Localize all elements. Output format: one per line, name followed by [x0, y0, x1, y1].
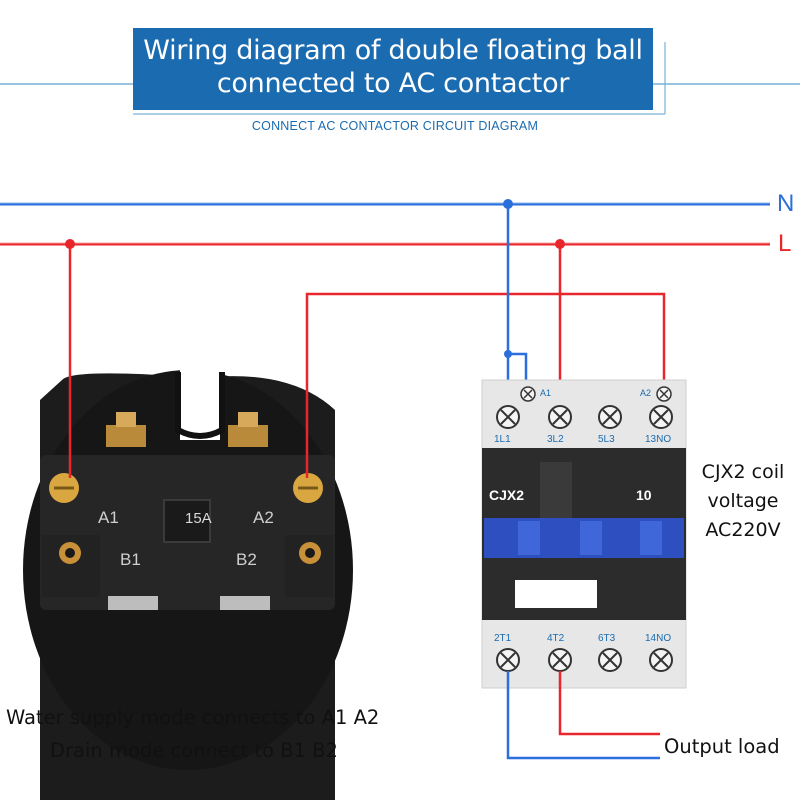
label-13no: 13NO — [645, 434, 672, 445]
coil-label-line-2: voltage — [707, 490, 779, 512]
note-water-supply: Water supply mode connects to A1 A2 — [6, 706, 380, 729]
switch-label-b2: B2 — [236, 550, 257, 569]
label-14no: 14NO — [645, 633, 672, 644]
label-1l1: 1L1 — [494, 434, 511, 445]
neutral-label: N — [777, 190, 795, 217]
coil-label-a2: A2 — [640, 388, 652, 398]
note-drain: Drain mode connect to B1 B2 — [50, 739, 338, 762]
contactor-rating: 10 — [636, 487, 652, 503]
title-decoration — [0, 42, 800, 115]
wire-a2-to-contactor — [305, 292, 666, 478]
switch-terminal-b1 — [59, 542, 81, 564]
contactor-model: CJX2 — [489, 487, 525, 503]
live-line — [0, 239, 770, 249]
switch-label-a2: A2 — [253, 508, 274, 527]
switch-terminal-b2 — [299, 542, 321, 564]
subtitle: CONNECT AC CONTACTOR CIRCUIT DIAGRAM — [251, 119, 539, 133]
title-banner: Wiring diagram of double floating ball c… — [133, 28, 653, 110]
terminal-1l1 — [496, 405, 520, 429]
label-4t2: 4T2 — [547, 633, 565, 644]
switch-label-b1: B1 — [120, 550, 141, 569]
switch-screw-a1 — [49, 473, 79, 503]
coil-voltage-label: CJX2 coil voltage AC220V — [688, 458, 798, 545]
switch-screw-a2 — [293, 473, 323, 503]
coil-label-line-1: CJX2 coil — [701, 461, 785, 483]
terminal-coil-a1 — [520, 386, 536, 402]
neutral-line — [0, 199, 770, 209]
label-2t1: 2T1 — [494, 633, 512, 644]
terminal-3l2 — [548, 405, 572, 429]
terminal-13no — [649, 405, 673, 429]
float-switch — [23, 370, 353, 800]
coil-label-line-3: AC220V — [705, 519, 781, 541]
terminal-5l3 — [598, 405, 622, 429]
contactor-body — [481, 379, 687, 689]
wire-output-live — [558, 671, 660, 736]
terminal-4t2 — [548, 648, 572, 672]
terminal-coil-a2 — [656, 386, 672, 402]
terminal-14no — [649, 648, 673, 672]
title-line-1: Wiring diagram of double floating ball — [143, 35, 643, 66]
coil-label-a1: A1 — [540, 388, 552, 398]
terminal-2t1 — [496, 648, 520, 672]
switch-rating: 15A — [185, 510, 212, 527]
live-label: L — [778, 230, 792, 257]
label-3l2: 3L2 — [547, 434, 564, 445]
switch-label-a1: A1 — [98, 508, 119, 527]
neutral-branch-junction — [504, 350, 512, 358]
output-load-label: Output load — [664, 735, 780, 758]
terminal-6t3 — [598, 648, 622, 672]
label-6t3: 6T3 — [598, 633, 616, 644]
title-line-2: connected to AC contactor — [216, 68, 570, 99]
label-5l3: 5L3 — [598, 434, 615, 445]
wire-output-neutral — [506, 671, 660, 760]
